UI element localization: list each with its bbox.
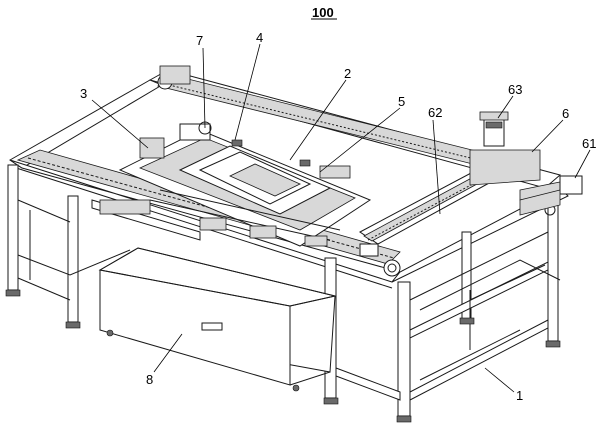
label-61: 61 [582,136,596,151]
drawer-handle [201,322,223,331]
label-8: 8 [146,372,153,387]
label-62: 62 [428,105,442,120]
label-1: 1 [516,388,523,403]
label-63: 63 [508,82,522,97]
label-7: 7 [196,33,203,48]
figure-number: 100 [312,5,334,20]
leader-lines [91,43,591,393]
gantry-assembly [359,111,583,257]
label-2: 2 [344,66,351,81]
label-6: 6 [562,106,569,121]
label-3: 3 [80,86,87,101]
label-5: 5 [398,94,405,109]
label-4: 4 [256,30,263,45]
drawer [98,247,336,392]
central-mechanism [118,121,372,247]
reference-labels: 7 4 2 5 62 63 6 61 3 8 1 [80,30,596,403]
